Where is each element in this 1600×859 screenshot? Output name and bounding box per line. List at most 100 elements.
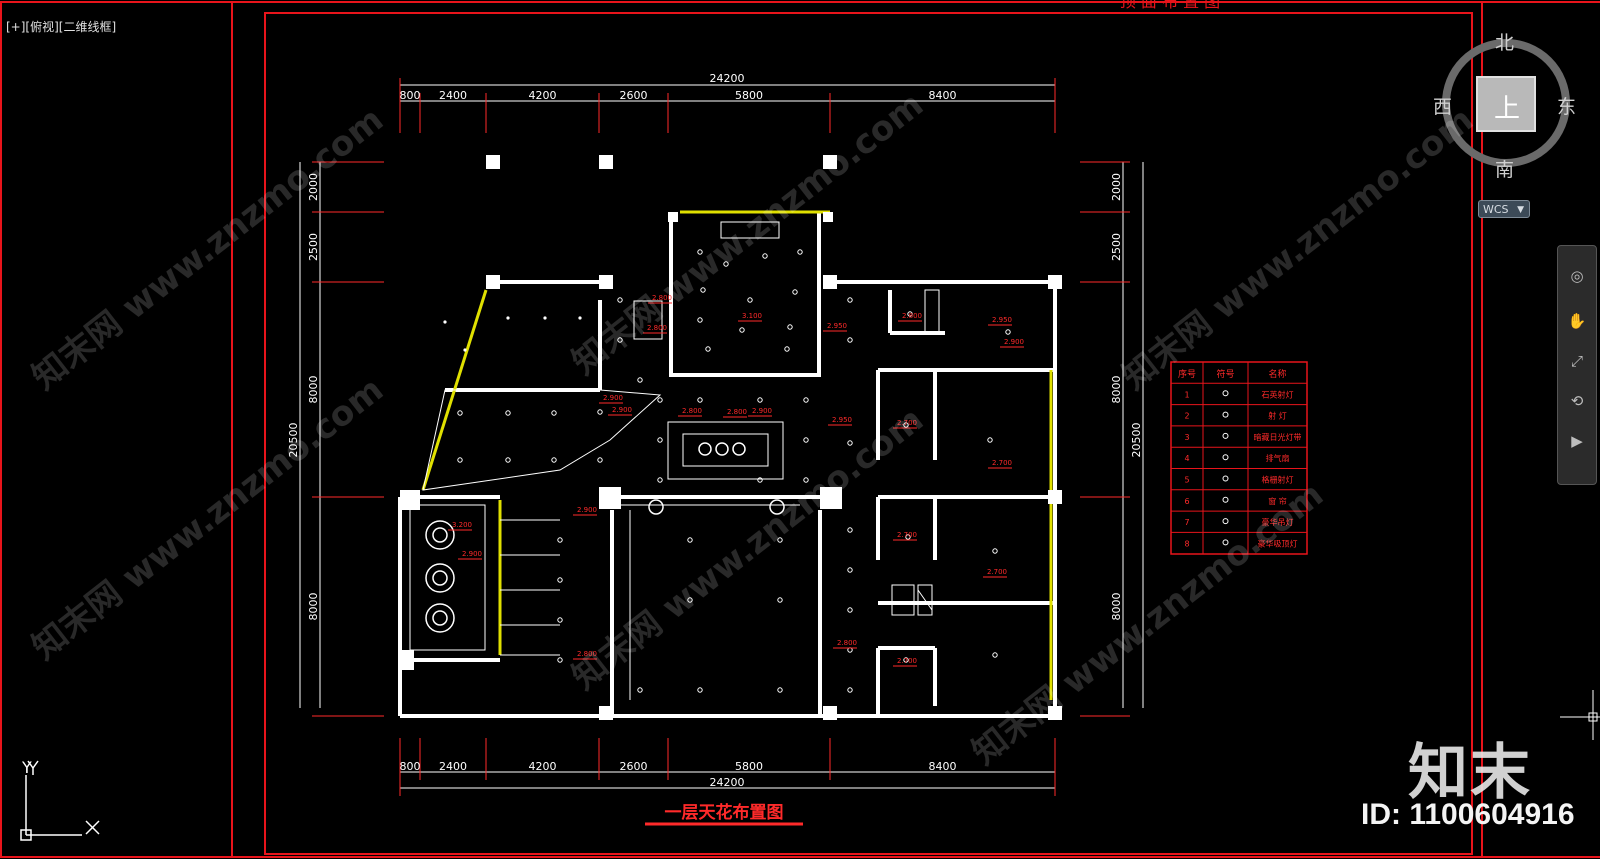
dimension-label-right: 8000 — [1110, 376, 1123, 404]
drawing-title: 一层天花布置图 — [645, 802, 803, 826]
spotlight-mark — [992, 548, 998, 554]
viewcube-east-label[interactable]: 东 — [1557, 96, 1577, 118]
dimension-label-bottom: 800 — [400, 760, 421, 773]
legend-row-number: 4 — [1184, 454, 1189, 463]
spotlight-mark — [847, 440, 853, 446]
spotlight-mark — [551, 410, 557, 416]
navigation-bar: ◎ ✋ ⤢ ⟲ ▶ — [1557, 245, 1597, 485]
dimension-label-top: 8400 — [929, 89, 957, 102]
spotlight-mark — [697, 687, 703, 693]
spotlight-mark — [505, 457, 511, 463]
spotlight-mark — [777, 537, 783, 543]
viewcube-west-label[interactable]: 西 — [1433, 96, 1453, 118]
legend-row-number: 8 — [1184, 539, 1189, 548]
elevation-label: 2.900 — [462, 550, 482, 558]
spotlight-mark — [617, 337, 623, 343]
viewcube-top-face[interactable]: 上 — [1494, 94, 1521, 124]
dimension-label-bottom: 4200 — [529, 760, 557, 773]
spotlight-mark — [697, 249, 703, 255]
viewcube-north-label[interactable]: 北 — [1495, 32, 1515, 54]
legend-row-number: 5 — [1184, 476, 1189, 485]
elevation-label: 2.900 — [577, 506, 597, 514]
legend-header: 符号 — [1216, 368, 1234, 380]
legend-row-number: 7 — [1184, 518, 1189, 527]
showmotion-icon[interactable]: ▶ — [1571, 432, 1583, 450]
legend-row-number: 1 — [1184, 390, 1189, 399]
spotlight-mark — [597, 457, 603, 463]
spotlight-mark — [903, 422, 909, 428]
elevation-label: 3.100 — [742, 312, 762, 320]
elevation-label: 2.800 — [727, 408, 747, 416]
elevation-label: 2.900 — [603, 394, 623, 402]
spotlight-mark — [657, 477, 663, 483]
elevation-label: 2.700 — [992, 459, 1012, 467]
spotlight-mark — [687, 537, 693, 543]
spotlight-mark — [787, 324, 793, 330]
spotlight-mark — [697, 317, 703, 323]
spotlight-mark — [506, 316, 510, 320]
dimension-label-top: 4200 — [529, 89, 557, 102]
elevation-label: 2.800 — [682, 407, 702, 415]
elevation-label: 2.900 — [1004, 338, 1024, 346]
spotlight-mark — [697, 397, 703, 403]
dimension-label-top: 800 — [400, 89, 421, 102]
wcs-dropdown[interactable]: WCS▼ — [1478, 200, 1530, 218]
elevation-label: 2.800 — [647, 324, 667, 332]
legend-row-number: 2 — [1184, 412, 1189, 421]
spotlight-mark — [847, 527, 853, 533]
spotlight-mark — [747, 297, 753, 303]
spotlight-mark — [557, 657, 563, 663]
elevation-label: 2.800 — [577, 650, 597, 658]
svg-text:一层天花布置图: 一层天花布置图 — [665, 802, 784, 823]
dimension-label-left: 2500 — [307, 233, 320, 261]
pan-hand-icon[interactable]: ✋ — [1567, 312, 1587, 330]
viewcube[interactable] — [1442, 39, 1570, 167]
spotlight-mark — [797, 249, 803, 255]
spotlight-mark — [757, 397, 763, 403]
dimension-label-top: 2400 — [439, 89, 467, 102]
spotlight-mark — [784, 346, 790, 352]
spotlight-mark — [457, 457, 463, 463]
spotlight-mark — [757, 477, 763, 483]
orbit-icon[interactable]: ⟲ — [1570, 392, 1584, 410]
spotlight-mark — [1005, 329, 1011, 335]
steering-wheel-icon[interactable]: ◎ — [1570, 267, 1584, 285]
elevation-label: 2.950 — [992, 316, 1012, 324]
structural-columns — [400, 155, 1062, 720]
dimension-label-top: 2600 — [620, 89, 648, 102]
zoom-extents-icon[interactable]: ⤢ — [1570, 352, 1583, 370]
elevation-label: 2.950 — [827, 322, 847, 330]
legend-header: 名称 — [1268, 368, 1286, 380]
elevation-label: 2.800 — [652, 294, 672, 302]
dimension-label-bottom: 5800 — [735, 760, 763, 773]
spotlight-mark — [657, 437, 663, 443]
spotlight-mark — [903, 657, 909, 663]
elevation-label: 2.950 — [832, 416, 852, 424]
spotlight-mark — [557, 617, 563, 623]
spotlight-mark — [617, 297, 623, 303]
spotlight-mark — [847, 297, 853, 303]
elevation-label: 2.900 — [752, 407, 772, 415]
dimension-label-right: 2500 — [1110, 233, 1123, 261]
spotlight-mark — [687, 597, 693, 603]
dimension-lines — [299, 84, 1144, 789]
viewport-controls-label[interactable]: [+][俯视][二维线框] — [6, 20, 117, 34]
chevron-down-icon: ▼ — [1517, 205, 1524, 215]
spotlight-mark — [905, 534, 911, 540]
dimension-label-left: 8000 — [307, 376, 320, 404]
spotlight-mark — [723, 261, 729, 267]
spotlight-mark — [463, 348, 467, 352]
dimension-label-left: 8000 — [307, 593, 320, 621]
spotlight-mark — [443, 320, 447, 324]
spotlight-mark — [847, 337, 853, 343]
ucs-icon — [20, 760, 100, 841]
elevation-label: 2.700 — [897, 531, 917, 539]
legend-symbol — [1222, 432, 1229, 439]
asset-id: ID: 1100604916 — [1361, 798, 1575, 831]
crosshair-cursor — [1560, 690, 1600, 740]
viewcube-south-label[interactable]: 南 — [1495, 159, 1515, 181]
